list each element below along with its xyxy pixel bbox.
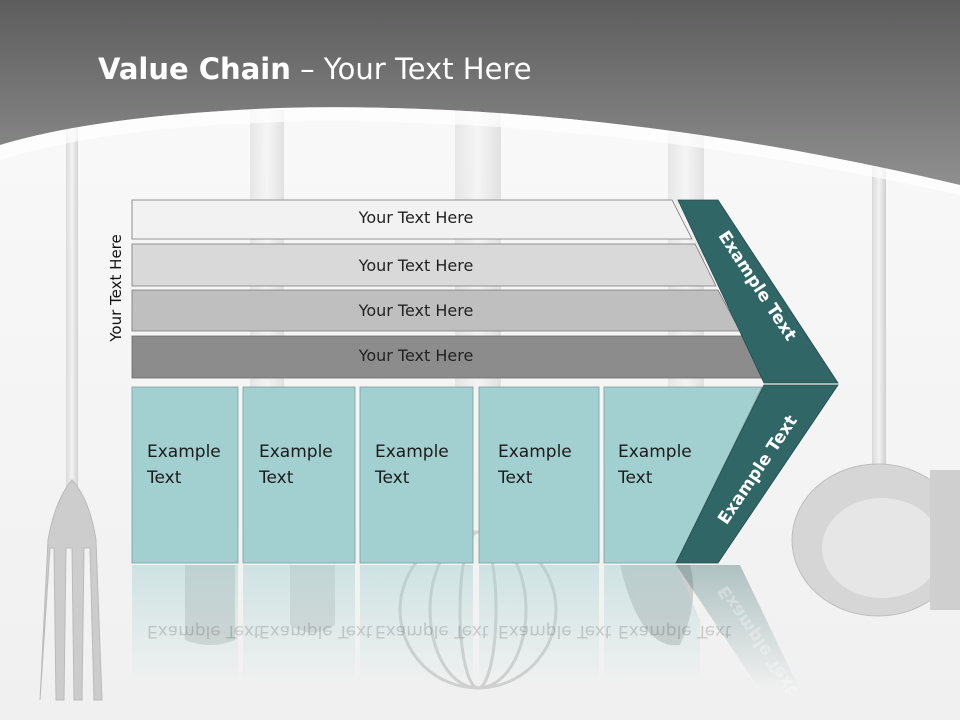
activity-box-4 — [478, 386, 600, 564]
activity-box-5-reflection: Example Text — [618, 618, 732, 644]
support-bar-1 — [131, 199, 693, 240]
reflection-line1: Example — [498, 621, 572, 641]
activity-box-3 — [359, 386, 474, 564]
reflection-line1: Example — [375, 621, 449, 641]
activity-box-2-label: Example Text — [259, 439, 333, 491]
support-bar-3-label: Your Text Here — [358, 301, 474, 320]
activity-box-2 — [242, 386, 356, 564]
reflection-line2: Text — [454, 621, 489, 641]
activity-box-4-reflection: Example Text — [498, 618, 612, 644]
reflection-line2: Text — [226, 621, 261, 641]
support-bar-1-label: Your Text Here — [358, 208, 474, 227]
activity-box-5-line2: Text — [618, 468, 653, 488]
fork-image — [39, 110, 103, 701]
activity-box-1-line1: Example — [147, 442, 221, 462]
activity-box-5-line1: Example — [618, 442, 692, 462]
activity-box-4-line1: Example — [498, 442, 572, 462]
support-side-label: Your Text Here — [107, 234, 125, 342]
ladle-image — [791, 150, 960, 617]
reflection-line1: Example — [259, 621, 333, 641]
header-underline — [0, 107, 960, 195]
activity-box-3-line1: Example — [375, 442, 449, 462]
activity-box-3-reflection: Example Text — [375, 618, 489, 644]
activity-box-2-reflection: Example Text — [259, 618, 373, 644]
margin-arrow-lower — [675, 384, 839, 564]
activity-box-4-label: Example Text — [498, 439, 572, 491]
support-bar-4-label: Your Text Here — [358, 346, 474, 365]
header-band — [0, 0, 960, 185]
activity-box-1 — [131, 386, 239, 564]
box-reflections — [132, 565, 800, 690]
reflection-line1: Example — [147, 621, 221, 641]
margin-arrow-upper — [677, 199, 839, 384]
reflection-line2: Text — [697, 621, 732, 641]
reflection-line2: Text — [577, 621, 612, 641]
page-title: Value Chain – Your Text Here — [98, 52, 532, 86]
support-bar-2-label: Your Text Here — [358, 256, 474, 275]
activity-box-3-label: Example Text — [375, 439, 449, 491]
activity-box-1-line2: Text — [147, 468, 182, 488]
activity-box-2-line1: Example — [259, 442, 333, 462]
activity-box-5-label: Example Text — [618, 439, 692, 491]
activity-box-2-line2: Text — [259, 468, 294, 488]
title-bold: Value Chain — [98, 52, 291, 86]
activity-box-3-line2: Text — [375, 468, 410, 488]
support-bar-2 — [131, 243, 717, 287]
activity-box-1-reflection: Example Text — [147, 618, 261, 644]
reflection-line2: Text — [338, 621, 373, 641]
reflection-line1: Example — [618, 621, 692, 641]
activity-box-4-line2: Text — [498, 468, 533, 488]
title-rest: – Your Text Here — [290, 52, 532, 86]
activity-box-1-label: Example Text — [147, 439, 221, 491]
